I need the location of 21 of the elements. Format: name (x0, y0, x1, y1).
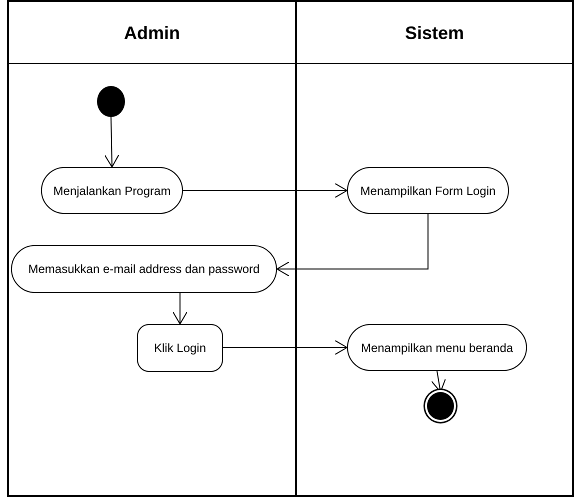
activity-label: Klik Login (154, 341, 206, 355)
control-flow-arrow (182, 183, 348, 198)
final-node (427, 392, 454, 420)
activity-box (347, 324, 527, 371)
activity-label: Menampilkan menu beranda (360, 340, 514, 354)
control-flow-arrow (172, 292, 188, 324)
control-flow-arrow (276, 214, 428, 276)
lane-title: Admin (124, 22, 180, 44)
activity-box (11, 245, 277, 293)
swimlane (7, 0, 297, 497)
initial-node (97, 86, 125, 117)
activity-label: Menampilkan Form Login (360, 184, 496, 198)
lane-title: Sistem (404, 22, 464, 44)
activity-box (41, 167, 183, 214)
control-flow-arrow (104, 116, 120, 168)
activity-label: Memasukkan e-mail address dan password (28, 262, 260, 276)
control-flow-arrow (222, 340, 348, 355)
activity-box (137, 324, 223, 372)
activity-box (347, 167, 509, 214)
activity-label: Menjalankan Program (53, 184, 171, 198)
swimlane (295, 0, 574, 497)
